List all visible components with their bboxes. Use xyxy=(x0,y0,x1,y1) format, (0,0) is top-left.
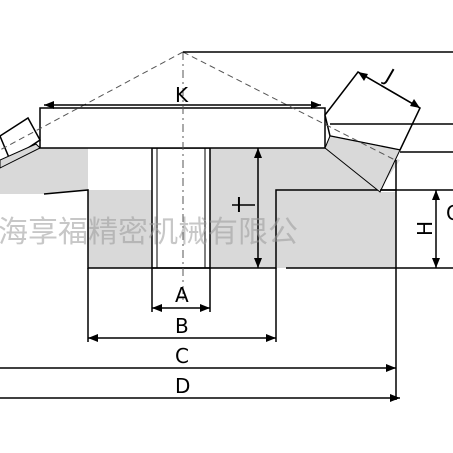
dim-A-arrow-right xyxy=(200,304,210,312)
label-I: I xyxy=(236,193,242,217)
hub-outline xyxy=(43,189,396,269)
dim-D-arrow-right xyxy=(390,394,400,402)
dim-K-arrow-left xyxy=(44,101,54,109)
dim-C-arrow-right xyxy=(386,364,396,372)
dim-H-arrow-bottom xyxy=(432,258,440,268)
label-K: K xyxy=(175,83,189,107)
dim-I-arrow-top xyxy=(254,148,262,158)
dim-A-arrow-left xyxy=(152,304,162,312)
label-D: D xyxy=(175,374,190,398)
right-teeth-face xyxy=(324,135,401,193)
dim-H-arrow-top xyxy=(432,190,440,200)
bore xyxy=(151,147,211,269)
dim-J-arrow-b xyxy=(410,99,420,108)
dim-B-arrow-left xyxy=(88,334,98,342)
dim-K-arrow-right xyxy=(311,101,321,109)
dim-B-arrow-right xyxy=(266,334,276,342)
label-H: H xyxy=(413,221,437,236)
dim-I-arrow-bottom xyxy=(254,258,262,268)
right-teeth xyxy=(324,71,421,151)
watermark-text: 海享福精密机械有限公 xyxy=(0,215,298,250)
label-J: J xyxy=(380,63,399,88)
label-C: C xyxy=(175,344,189,368)
label-B: B xyxy=(175,314,189,338)
label-A: A xyxy=(175,283,189,307)
dim-J-arrow-a xyxy=(358,72,368,81)
left-teeth-face xyxy=(0,143,41,169)
label-G: G xyxy=(446,201,453,225)
pitch-cone-line xyxy=(0,51,184,151)
dim-J-line xyxy=(357,71,421,109)
